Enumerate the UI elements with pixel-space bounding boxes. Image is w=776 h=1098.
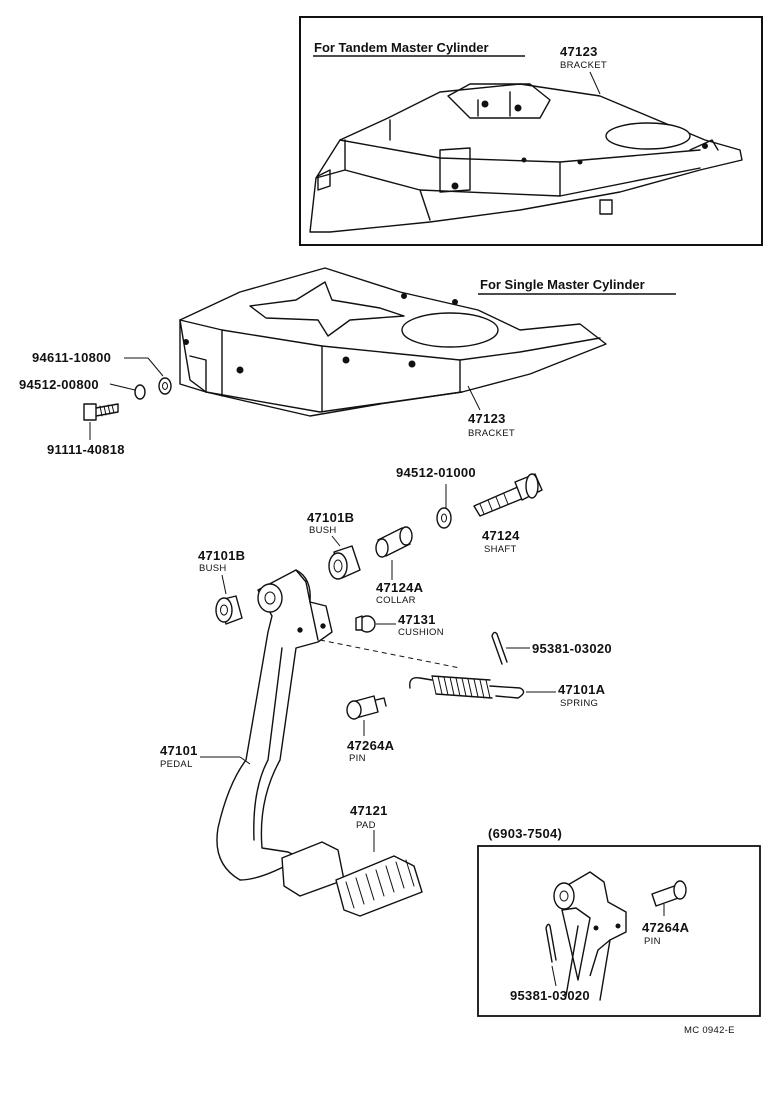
single-bracket-drawing bbox=[179, 267, 607, 417]
inset-pin bbox=[651, 880, 687, 907]
pedal-47101 bbox=[216, 569, 345, 897]
part-name-pin-b: PIN bbox=[644, 936, 661, 947]
part-number-47123-top: 47123 bbox=[560, 44, 598, 59]
catalog-code: MC 0942-E bbox=[684, 1025, 735, 1036]
part-name-pin-a: PIN bbox=[349, 753, 366, 764]
bush-47101B-a bbox=[328, 545, 361, 580]
part-name-bracket-top: BRACKET bbox=[560, 60, 607, 71]
part-number-47264A-b: 47264A bbox=[642, 920, 690, 935]
cushion-47131 bbox=[355, 615, 376, 633]
collar-47124A bbox=[375, 526, 413, 558]
cotter-pin-a bbox=[491, 631, 508, 665]
single-bracket: For Single Master Cylinder 47123 BRACKET bbox=[179, 267, 676, 439]
part-number-95381-03020-a: 95381-03020 bbox=[532, 641, 612, 656]
pad-47121 bbox=[335, 855, 423, 917]
tandem-bracket-drawing bbox=[309, 83, 743, 233]
part-number-47124: 47124 bbox=[482, 528, 520, 543]
bracket-hardware bbox=[83, 377, 172, 421]
part-number-47121: 47121 bbox=[350, 803, 388, 818]
part-name-collar: COLLAR bbox=[376, 595, 416, 606]
part-number-95381-03020-b: 95381-03020 bbox=[510, 988, 590, 1003]
part-name-cushion: CUSHION bbox=[398, 627, 444, 638]
part-number-47124A: 47124A bbox=[376, 580, 424, 595]
part-number-94512-00800: 94512-00800 bbox=[19, 377, 99, 392]
part-name-pedal: PEDAL bbox=[160, 759, 193, 770]
part-number-94512-01000: 94512-01000 bbox=[396, 465, 476, 480]
shaft bbox=[473, 473, 543, 517]
part-name-pad: PAD bbox=[356, 820, 376, 831]
part-name-spring: SPRING bbox=[560, 698, 598, 709]
part-number-47101B-b: 47101B bbox=[198, 548, 245, 563]
inset-pedal-drawing bbox=[553, 871, 627, 1001]
pin-47264A-a bbox=[346, 695, 387, 720]
part-name-shaft: SHAFT bbox=[484, 544, 517, 555]
part-number-47101A: 47101A bbox=[558, 682, 606, 697]
part-number-94611-10800: 94611-10800 bbox=[32, 350, 111, 365]
inset-heading: (6903-7504) bbox=[488, 826, 562, 841]
washer-94512 bbox=[436, 507, 452, 529]
part-number-47131: 47131 bbox=[398, 612, 436, 627]
part-name-bush-b: BUSH bbox=[199, 563, 227, 574]
part-number-47101B-a: 47101B bbox=[307, 510, 354, 525]
spring-47101A bbox=[409, 675, 525, 699]
part-number-47264A-a: 47264A bbox=[347, 738, 395, 753]
part-number-47101: 47101 bbox=[160, 743, 198, 758]
bush-47101B-b bbox=[215, 595, 243, 625]
single-heading: For Single Master Cylinder bbox=[480, 277, 645, 292]
variant-inset: (6903-7504) 47264A PIN 95381-03020 bbox=[477, 826, 761, 1017]
part-number-47123-mid: 47123 bbox=[468, 411, 506, 426]
tandem-heading: For Tandem Master Cylinder bbox=[314, 40, 489, 55]
inset-cotter-pin bbox=[545, 923, 557, 963]
part-name-bush-a: BUSH bbox=[309, 525, 337, 536]
part-number-91111-40818: 91111-40818 bbox=[47, 442, 125, 457]
part-name-bracket-mid: BRACKET bbox=[468, 428, 515, 439]
tandem-inset: For Tandem Master Cylinder 47123 bbox=[299, 16, 763, 246]
